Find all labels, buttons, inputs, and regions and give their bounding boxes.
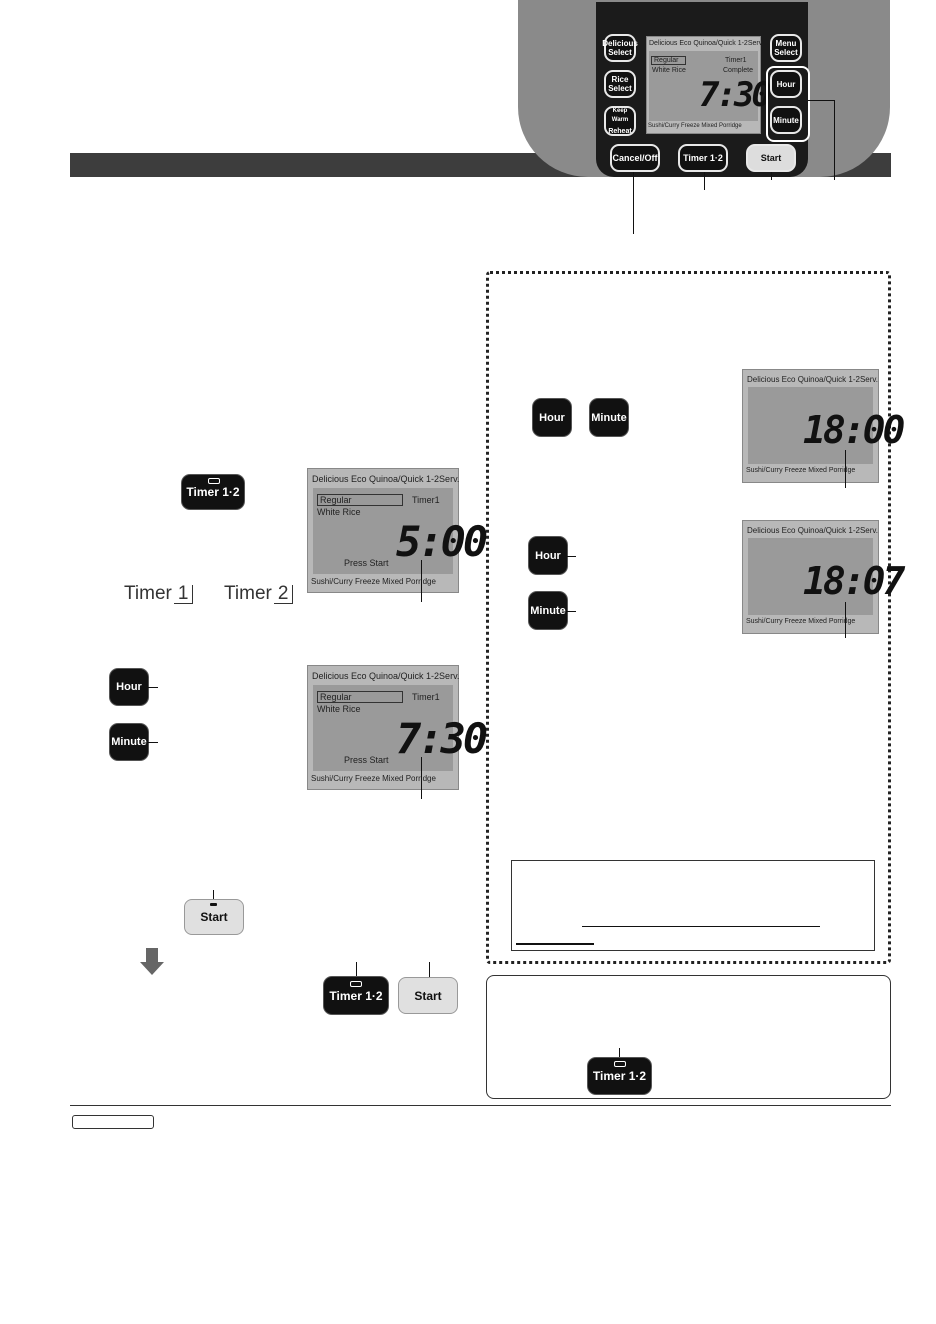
lcd-bottom-labels: Sushi/Curry Freeze Mixed Porridge xyxy=(648,123,742,129)
hour-button[interactable]: Hour xyxy=(533,399,571,436)
lcd-menu: Regular xyxy=(651,56,686,65)
indicator-icon xyxy=(350,981,362,987)
callout-line xyxy=(148,687,158,688)
timer-button[interactable]: Timer 1·2 xyxy=(588,1058,651,1094)
clock-setting-box xyxy=(486,271,891,964)
lcd-status: Complete xyxy=(723,67,753,74)
timer-button-label: Timer 1·2 xyxy=(592,1069,647,1083)
hour-minute-highlight xyxy=(766,66,810,142)
lcd-press-start: Press Start xyxy=(344,755,389,765)
timer-button-label: Timer 1·2 xyxy=(186,485,240,499)
lcd-time: 18:00 xyxy=(803,408,905,452)
lcd-bottom-labels: Sushi/Curry Freeze Mixed Porridge xyxy=(746,467,856,474)
callout-line xyxy=(421,560,422,602)
start-button[interactable]: Start xyxy=(746,144,796,172)
divider xyxy=(70,1105,891,1106)
reheat-label: Reheat xyxy=(608,127,632,135)
lcd-timer: Timer1 xyxy=(412,495,440,505)
callout-line xyxy=(148,742,158,743)
lcd-rice: White Rice xyxy=(317,507,361,517)
keep-warm-label: Keep Warm xyxy=(611,107,629,123)
minute-button[interactable]: Minute xyxy=(529,592,567,629)
lcd-display-b: Delicious Eco Quinoa/Quick 1-2Serv. Regu… xyxy=(307,665,488,790)
lcd-top-labels: Delicious Eco Quinoa/Quick 1-2Serv. xyxy=(312,671,460,681)
lcd-bottom-labels: Sushi/Curry Freeze Mixed Porridge xyxy=(311,577,436,586)
note-label-box xyxy=(72,1115,154,1129)
lcd-display-c: Delicious Eco Quinoa/Quick 1-2Serv. 18:0… xyxy=(742,369,905,483)
lcd-top-labels: Delicious Eco Quinoa/Quick 1-2Serv. xyxy=(312,474,460,484)
callout-line xyxy=(213,890,214,906)
hour-button[interactable]: Hour xyxy=(110,669,148,705)
callout-line xyxy=(845,602,846,638)
callout-line xyxy=(771,172,772,180)
indicator-icon xyxy=(208,478,220,484)
control-panel: Delicious Select Rice Select Keep Warm R… xyxy=(596,2,810,177)
cooker-lcd: Delicious Eco Quinoa/Quick 1-2Serv. Regu… xyxy=(646,36,772,134)
lcd-rice: White Rice xyxy=(652,67,686,74)
callout-line xyxy=(421,757,422,799)
timer-button[interactable]: Timer 1·2 xyxy=(182,475,244,509)
lcd-time: 18:07 xyxy=(803,559,905,603)
underline xyxy=(582,926,820,927)
lcd-press-start: Press Start xyxy=(344,558,389,568)
callout-line xyxy=(845,450,846,488)
indicator-icon xyxy=(210,903,217,906)
callout-line xyxy=(356,962,357,976)
note-box xyxy=(511,860,875,951)
timer-button[interactable]: Timer 1·2 xyxy=(324,977,388,1014)
callout-line xyxy=(567,556,576,557)
timer-button[interactable]: Timer 1·2 xyxy=(678,144,728,172)
down-arrow-icon xyxy=(146,948,158,962)
indicator-icon xyxy=(614,1061,626,1067)
lcd-menu: Regular xyxy=(317,494,403,506)
lcd-time: 5:00 xyxy=(396,517,488,566)
hour-button[interactable]: Hour xyxy=(770,70,802,98)
lcd-display-a: Delicious Eco Quinoa/Quick 1-2Serv. Regu… xyxy=(307,468,488,593)
callout-line xyxy=(834,100,835,180)
callout-line xyxy=(633,172,634,234)
lcd-timer: Timer1 xyxy=(725,57,747,64)
rice-select-button[interactable]: Rice Select xyxy=(604,70,636,98)
lcd-menu: Regular xyxy=(317,691,403,703)
callout-line xyxy=(429,962,430,980)
lcd-time: 7:30 xyxy=(699,75,772,115)
lcd-top-labels: Delicious Eco Quinoa/Quick 1-2Serv. xyxy=(649,40,764,47)
cancel-off-button[interactable]: Cancel/Off xyxy=(610,144,660,172)
lcd-bottom-labels: Sushi/Curry Freeze Mixed Porridge xyxy=(311,774,436,783)
cancel-timer-box xyxy=(486,975,891,1099)
lcd-display-d: Delicious Eco Quinoa/Quick 1-2Serv. 18:0… xyxy=(742,520,905,634)
callout-line xyxy=(704,172,705,190)
callout-line xyxy=(567,611,576,612)
timer-button-label: Timer 1·2 xyxy=(329,988,383,1003)
lcd-top-labels: Delicious Eco Quinoa/Quick 1-2Serv. xyxy=(747,526,879,535)
lcd-timer: Timer1 xyxy=(412,692,440,702)
lcd-top-labels: Delicious Eco Quinoa/Quick 1-2Serv. xyxy=(747,375,879,384)
lcd-bottom-labels: Sushi/Curry Freeze Mixed Porridge xyxy=(746,618,856,625)
lcd-time: 7:30 xyxy=(396,714,488,763)
minute-button[interactable]: Minute xyxy=(110,724,148,760)
lcd-rice: White Rice xyxy=(317,704,361,714)
callout-line xyxy=(619,1048,620,1058)
underline xyxy=(516,943,594,945)
callout-line xyxy=(808,100,834,101)
keep-warm-reheat-button[interactable]: Keep Warm Reheat xyxy=(604,106,636,136)
minute-button[interactable]: Minute xyxy=(590,399,628,436)
delicious-select-button[interactable]: Delicious Select xyxy=(602,34,638,62)
minute-button[interactable]: Minute xyxy=(770,106,802,134)
hour-button[interactable]: Hour xyxy=(529,537,567,574)
down-arrow-icon xyxy=(140,962,164,975)
start-button[interactable]: Start xyxy=(398,977,458,1014)
menu-select-button[interactable]: Menu Select xyxy=(770,34,802,62)
